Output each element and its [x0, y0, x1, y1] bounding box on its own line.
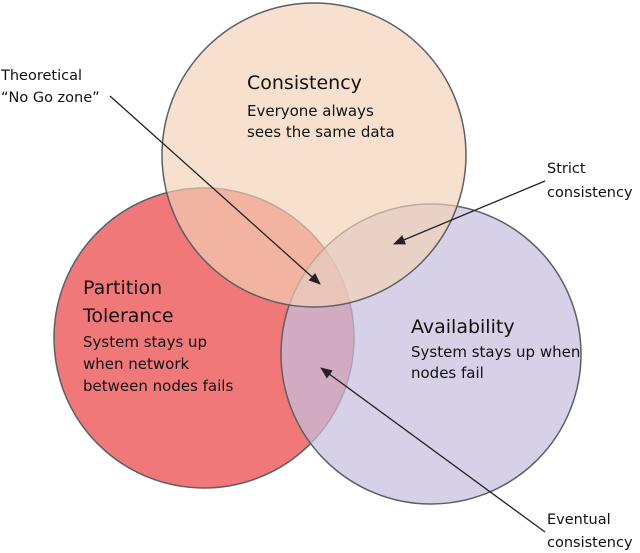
consistency-desc-line-1: Everyone always	[247, 102, 374, 120]
strict-callout-line-2: consistency	[547, 185, 633, 201]
availability-desc-line-1: System stays up when	[411, 343, 580, 361]
consistency-desc-line-2: sees the same data	[247, 123, 395, 141]
theoretical-arrow	[109, 95, 321, 285]
consistency-circle	[161, 2, 467, 308]
partition-title-line-1: Partition	[83, 277, 162, 299]
partition-desc-line-1: System stays up	[83, 333, 207, 351]
eventual-consistency-arrow	[320, 367, 546, 533]
theoretical-callout-line-1: Theoretical	[0, 68, 82, 84]
consistency-title: Consistency	[247, 72, 362, 94]
eventual-callout-line-1: Eventual	[547, 512, 611, 528]
partition-desc-line-2: when network	[83, 355, 190, 373]
partition-title-line-2: Tolerance	[82, 305, 174, 327]
availability-desc-line-2: nodes fail	[411, 364, 484, 382]
strict-consistency-arrow	[393, 180, 546, 245]
eventual-callout-line-2: consistency	[547, 535, 633, 551]
partition-desc-line-3: between nodes fails	[83, 377, 233, 395]
availability-title: Availability	[411, 316, 515, 338]
strict-callout-line-1: Strict	[547, 161, 586, 177]
theoretical-callout-line-2: “No Go zone”	[1, 90, 100, 106]
